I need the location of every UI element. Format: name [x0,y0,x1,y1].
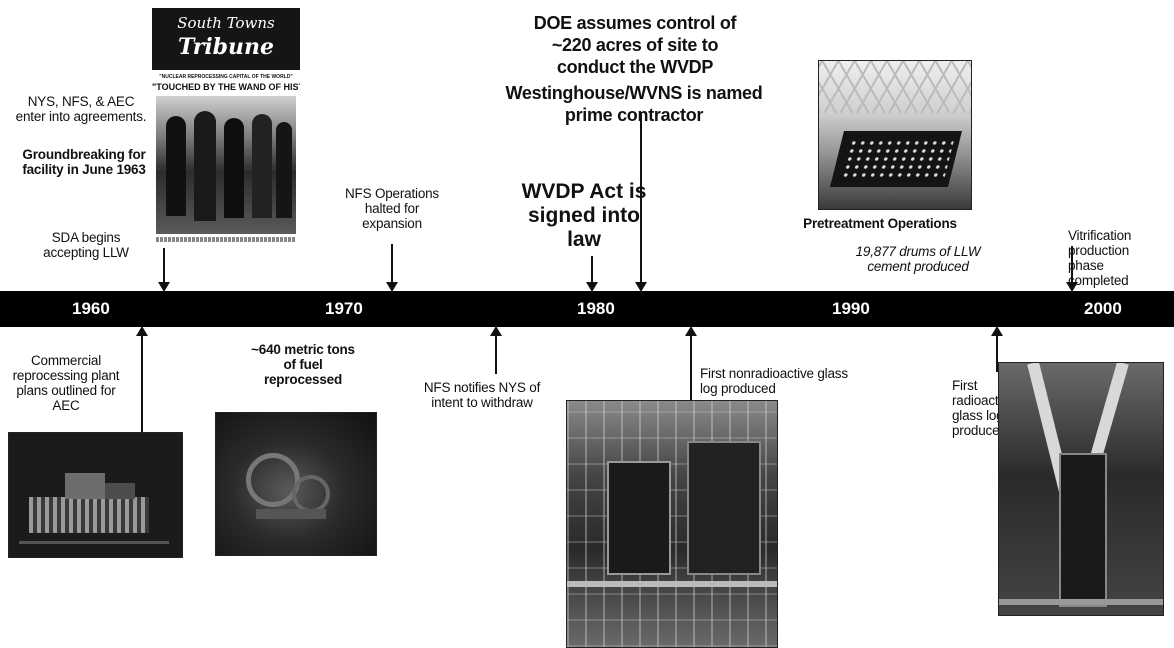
pretreatment-photo [818,60,972,210]
newspaper-caption [156,237,296,242]
newspaper-photo [156,96,296,234]
timeline-bar [0,291,1174,327]
event-doe-control: DOE assumes control of ~220 acres of sit… [533,13,737,77]
event-nfs-withdraw: NFS notifies NYS of intent to withdraw [423,380,541,410]
newspaper-tagline: "NUCLEAR REPROCESSING CAPITAL OF THE WOR… [159,74,293,80]
commercial-plant-photo [8,432,183,558]
event-commercial-plans: Commercial reprocessing plant plans outl… [12,353,120,413]
arrow-nfs-withdraw [490,326,502,374]
event-pretreatment-detail: 19,877 drums of LLW cement produced [855,244,981,274]
event-nfs-halted: NFS Operations halted for expansion [345,186,439,231]
newspaper-masthead [152,8,300,70]
year-1960: 1960 [72,299,110,318]
masthead-line2: Tribune [177,34,275,60]
arrow-vitrification [1066,246,1078,292]
newspaper-headline: "TOUCHED BY THE WAND OF HISTORY" [152,82,300,92]
event-agreements: NYS, NFS, & AEC enter into agreements. [15,94,147,124]
event-first-nonradioactive: First nonradioactive glass log produced [700,366,848,396]
event-pretreatment-title: Pretreatment Operations [803,216,957,231]
arrow-sda [158,248,170,292]
arrow-first-radioactive [991,326,1003,372]
arrow-commercial-plans [136,326,148,432]
nonradioactive-facility-photo [566,400,778,648]
year-2000: 2000 [1084,299,1122,318]
year-1970: 1970 [325,299,363,318]
arrow-first-nonradioactive [685,326,697,400]
year-1980: 1980 [577,299,615,318]
event-westinghouse: Westinghouse/WVNS is named prime contrac… [505,83,763,125]
event-wvdp-act: WVDP Act is signed into law [521,180,647,251]
masthead-line1: South Towns [177,14,275,32]
arrow-nfs-halted [386,244,398,292]
event-groundbreaking: Groundbreaking for facility in June 1963 [22,147,146,177]
arrow-wvdp-act [586,256,598,292]
fuel-reprocessing-photo [215,412,377,556]
event-sda-begins: SDA begins accepting LLW [43,230,129,260]
radioactive-facility-photo [998,362,1164,616]
arrow-westinghouse [635,112,647,292]
event-vitrification: Vitrification production phase completed [1068,228,1132,288]
year-1990: 1990 [832,299,870,318]
newspaper-clipping: South Towns Tribune "NUCLEAR REPROCESSIN… [152,8,300,246]
event-fuel-reprocessed: ~640 metric tons of fuel reprocessed [251,342,355,387]
